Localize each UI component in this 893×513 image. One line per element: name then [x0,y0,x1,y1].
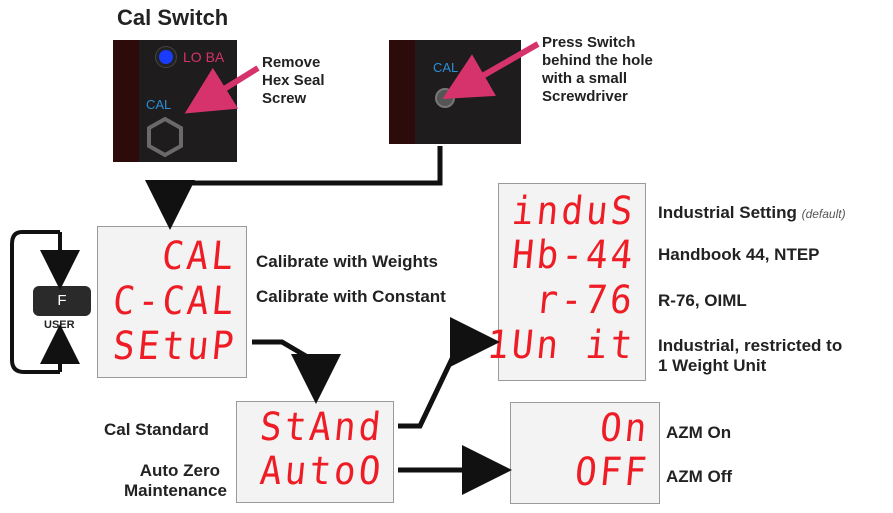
page-title: Cal Switch [117,5,229,30]
hex-seal-screw-icon[interactable] [143,115,187,159]
azm-off-label: AZM Off [666,467,733,486]
lo-battery-label: LO BA [183,49,225,65]
azm-display: On OFF [510,402,660,504]
stand-to-standards-arrow [398,317,500,429]
panel-to-menu-arrow [145,146,443,230]
setup-to-submenu-arrow [252,339,341,404]
azm-on-label: AZM On [666,423,732,442]
setup-display: StAnd AutoO [236,401,394,503]
press-switch-callout: Press Switch behind the hole with a smal… [542,34,653,105]
remove-screw-pointer [184,65,260,114]
handbook44-label: Handbook 44, NTEP [658,245,820,264]
standards-display: induS Hb-44 r-76 1Un it [485,183,646,381]
default-note: (default) [801,207,846,221]
calibrate-weights-label: Calibrate with Weights [256,252,438,271]
cal-standard-label: Cal Standard [104,420,209,439]
cal-label: CAL [146,97,172,112]
remove-hex-callout: Remove Hex Seal Screw [262,54,325,107]
calibrate-constant-label: Calibrate with Constant [256,287,446,306]
lo-battery-led-icon [159,50,173,64]
r76-label: R-76, OIML [658,291,747,310]
auto-zero-label: Auto Zero Maintenance [124,461,227,500]
panel-side-strip [113,40,139,162]
industrial-setting-label: Industrial Setting (default) [658,203,846,222]
press-switch-pointer [442,41,540,99]
panel-side-strip [389,40,415,144]
1-unit-label: Industrial, restricted to 1 Weight Unit [658,336,843,375]
f-user-key[interactable]: F [33,286,91,316]
f-key-loop [10,230,60,374]
